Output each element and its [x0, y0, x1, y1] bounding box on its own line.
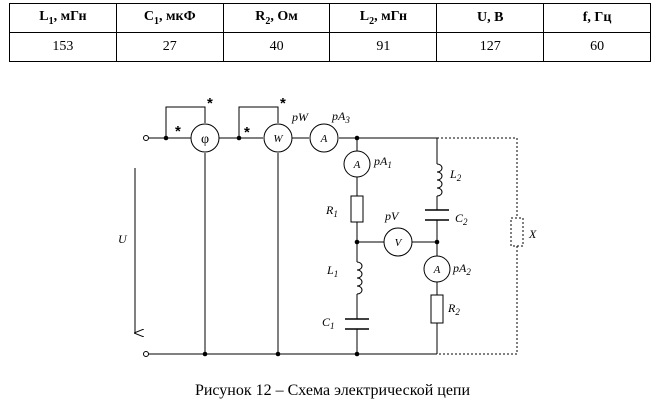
ammeter-pa3: A pA3	[309, 109, 350, 153]
figure-caption: Рисунок 12 – Схема электрической цепи	[194, 382, 471, 399]
resistor-r2: R2	[430, 294, 460, 324]
resistor-r1: R1	[325, 195, 364, 223]
wattmeter-star-voltage: *	[280, 95, 286, 112]
ammeter-pa1: A pA1	[343, 150, 392, 178]
capacitor-c1: C1	[322, 315, 369, 331]
resistor-r2-label: R2	[447, 301, 460, 317]
voltmeter-label: pV	[384, 209, 400, 223]
voltmeter-symbol: V	[395, 237, 403, 249]
junction-dots	[163, 135, 440, 357]
inductor-l2: L2	[436, 163, 462, 197]
load-x-label: X	[528, 227, 537, 241]
resistor-r1-label: R1	[325, 203, 338, 219]
header-cell-l1: L1, мГн	[9, 3, 117, 33]
header-cell-c1: C1, мкФ	[115, 3, 224, 33]
value-cell-l2: 91	[329, 32, 438, 62]
table-header-row: L1, мГн C1, мкФ R2, Ом L2, мГн U, В f, Г…	[9, 3, 651, 33]
input-terminal-bottom	[143, 351, 149, 357]
ammeter-pa3-symbol: A	[320, 133, 328, 145]
ammeter-pa2: A pA2	[423, 255, 471, 283]
ammeter-pa2-symbol: A	[433, 264, 441, 276]
wattmeter-symbol: W	[273, 133, 283, 145]
table-value-row: 153 27 40 91 127 60	[9, 32, 651, 62]
ammeter-pa2-label: pA2	[452, 261, 471, 277]
voltage-label: U	[118, 232, 128, 246]
inductor-l1-label: L1	[326, 263, 338, 279]
wattmeter: W * * pW	[244, 95, 309, 153]
inductor-l2-label: L2	[449, 167, 462, 183]
phase-meter: φ * *	[175, 95, 220, 153]
voltmeter-pv: V pV	[383, 209, 413, 257]
inductor-l1: L1	[326, 261, 363, 295]
value-cell-f: 60	[543, 32, 651, 62]
value-cell-c1: 27	[115, 32, 224, 62]
circuit-diagram: X U φ * * W * * pW A pA3 A pA1 R1 L1	[118, 95, 537, 357]
load-x: X	[437, 137, 537, 355]
value-cell-l1: 153	[9, 32, 117, 62]
header-cell-u: U, В	[436, 3, 545, 33]
value-cell-u: 127	[436, 32, 545, 62]
phase-meter-symbol: φ	[201, 132, 209, 147]
capacitor-c2-label: C2	[455, 211, 468, 227]
wattmeter-star-current: *	[244, 124, 250, 141]
input-terminal-top	[143, 135, 149, 141]
value-cell-r2: 40	[222, 32, 331, 62]
phase-meter-star-current: *	[175, 123, 181, 140]
parameters-table: L1, мГн C1, мкФ R2, Ом L2, мГн U, В f, Г…	[9, 3, 651, 62]
ammeter-pa1-symbol: A	[353, 159, 361, 171]
phase-meter-star-voltage: *	[207, 95, 213, 112]
capacitor-c1-label: C1	[322, 315, 335, 331]
header-cell-f: f, Гц	[543, 3, 651, 33]
voltage-arrow: U	[118, 168, 135, 333]
ammeter-pa3-label: pA3	[331, 109, 350, 125]
capacitor-c2: C2	[425, 209, 468, 227]
ammeter-pa1-label: pA1	[373, 154, 392, 170]
header-cell-l2: L2, мГн	[329, 3, 438, 33]
wattmeter-label: pW	[291, 110, 309, 124]
